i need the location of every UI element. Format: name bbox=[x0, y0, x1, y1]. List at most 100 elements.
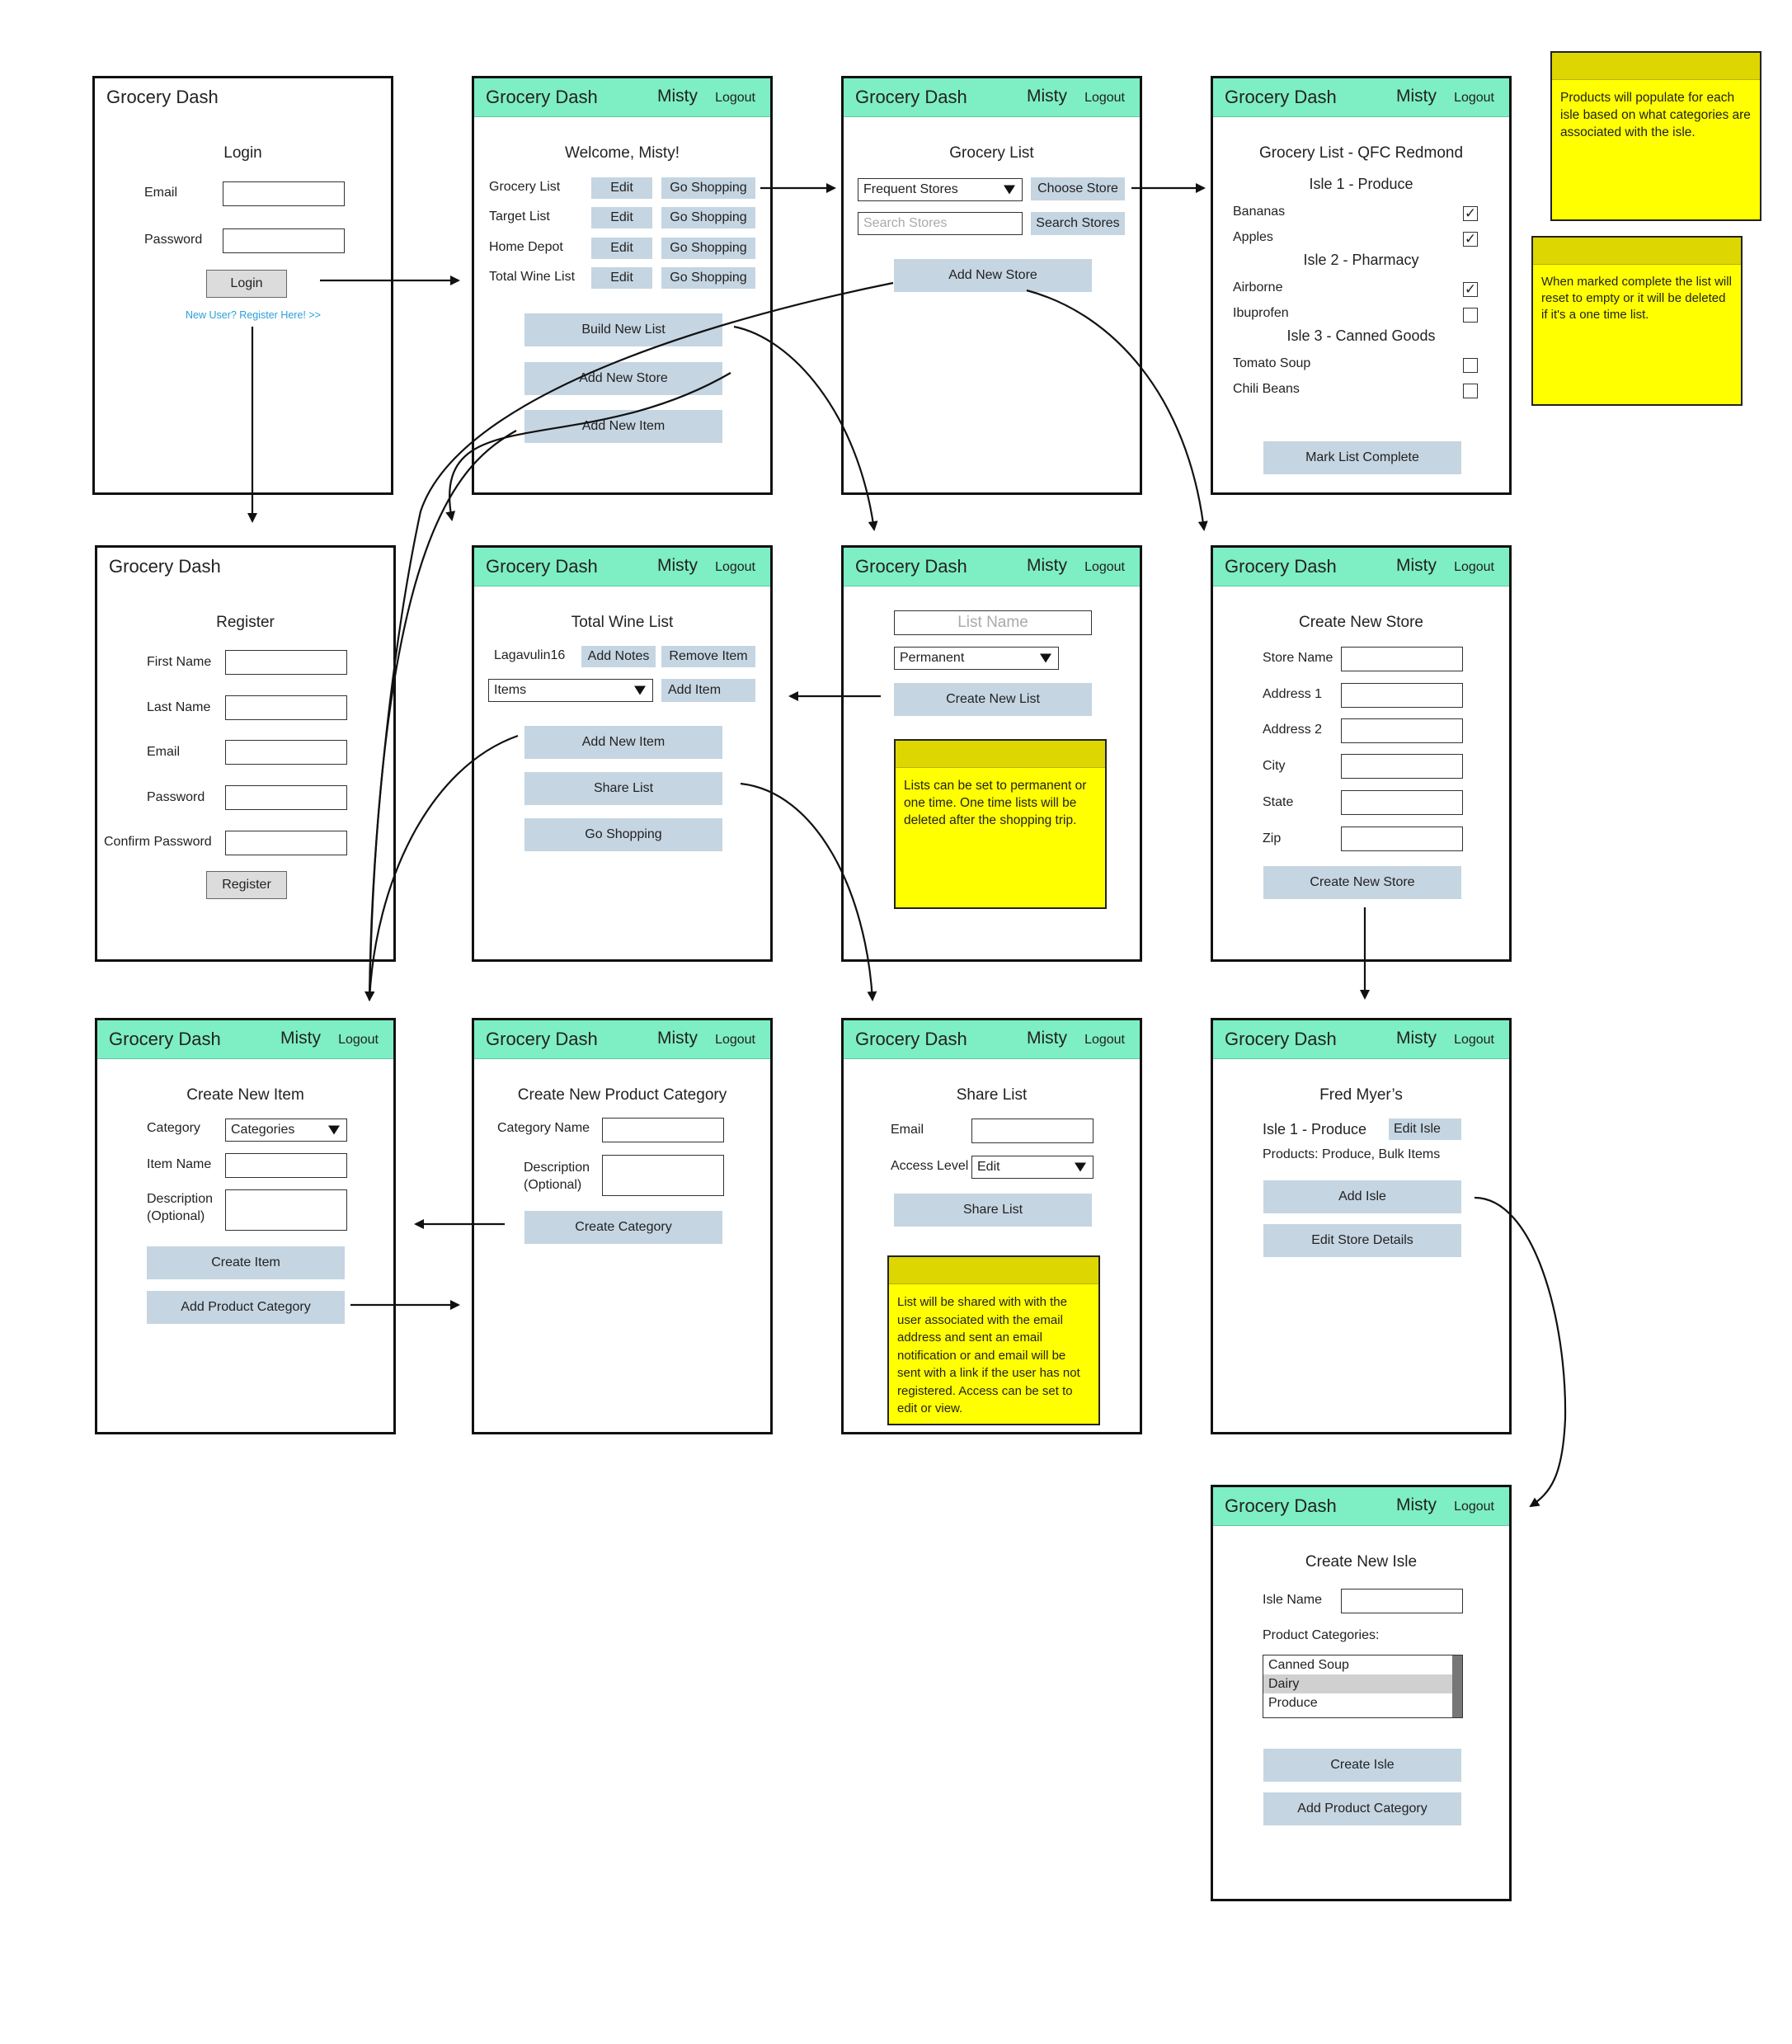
create-isle-button[interactable]: Create Isle bbox=[1263, 1749, 1461, 1782]
new-store-screen: Grocery Dash Misty Logout Create New Sto… bbox=[1211, 545, 1512, 962]
logout-link[interactable]: Logout bbox=[715, 560, 755, 574]
category-select[interactable]: Categories bbox=[225, 1119, 347, 1142]
items-select[interactable]: Items bbox=[488, 679, 653, 702]
logout-link[interactable]: Logout bbox=[1454, 1033, 1494, 1047]
first-name-field[interactable] bbox=[225, 650, 347, 675]
list-name-input[interactable]: List Name bbox=[894, 610, 1092, 635]
address-2-label: Address 2 bbox=[1263, 723, 1323, 737]
scrollbar[interactable] bbox=[1452, 1655, 1462, 1717]
address-1-field[interactable] bbox=[1341, 683, 1463, 708]
app-name: Grocery Dash bbox=[1225, 1495, 1337, 1516]
chevron-down-icon bbox=[634, 685, 646, 695]
logout-link[interactable]: Logout bbox=[1084, 560, 1125, 574]
add-new-store-button[interactable]: Add New Store bbox=[524, 362, 722, 395]
edit-isle-button[interactable]: Edit Isle bbox=[1389, 1119, 1461, 1140]
create-new-list-button[interactable]: Create New List bbox=[894, 683, 1092, 716]
address-2-field[interactable] bbox=[1341, 718, 1463, 743]
last-name-field[interactable] bbox=[225, 695, 347, 720]
category-option[interactable]: Canned Soup bbox=[1268, 1658, 1349, 1672]
list-type-select[interactable]: Permanent bbox=[894, 647, 1059, 670]
category-option-selected[interactable]: Dairy bbox=[1263, 1674, 1462, 1693]
add-new-item-button[interactable]: Add New Item bbox=[524, 410, 722, 443]
frequent-stores-select[interactable]: Frequent Stores bbox=[858, 178, 1023, 201]
logout-link[interactable]: Logout bbox=[1454, 91, 1494, 105]
logout-link[interactable]: Logout bbox=[1454, 1500, 1494, 1514]
login-button[interactable]: Login bbox=[206, 270, 287, 298]
add-product-category-button[interactable]: Add Product Category bbox=[147, 1291, 345, 1324]
logout-link[interactable]: Logout bbox=[1084, 1033, 1125, 1047]
item-checkbox[interactable]: ✓ bbox=[1463, 205, 1478, 221]
logout-link[interactable]: Logout bbox=[1084, 91, 1125, 105]
item-checkbox[interactable] bbox=[1463, 358, 1478, 373]
logout-link[interactable]: Logout bbox=[338, 1033, 379, 1047]
edit-list-button[interactable]: Edit bbox=[591, 177, 652, 199]
password-field[interactable] bbox=[223, 228, 345, 253]
edit-store-details-button[interactable]: Edit Store Details bbox=[1263, 1224, 1461, 1257]
access-level-select[interactable]: Edit bbox=[971, 1156, 1094, 1179]
item-checkbox[interactable]: ✓ bbox=[1463, 231, 1478, 247]
logout-link[interactable]: Logout bbox=[1454, 560, 1494, 574]
item-name-field[interactable] bbox=[225, 1153, 347, 1178]
city-field[interactable] bbox=[1341, 754, 1463, 779]
item-checkbox[interactable] bbox=[1463, 308, 1478, 323]
create-new-store-button[interactable]: Create New Store bbox=[1263, 866, 1461, 899]
register-link[interactable]: New User? Register Here! >> bbox=[186, 309, 321, 321]
search-stores-button[interactable]: Search Stores bbox=[1031, 212, 1125, 235]
app-name: Grocery Dash bbox=[486, 87, 598, 107]
app-header: Grocery Dash Misty Logout bbox=[97, 1020, 393, 1059]
confirm-password-field[interactable] bbox=[225, 831, 347, 855]
add-notes-button[interactable]: Add Notes bbox=[581, 646, 656, 667]
state-field[interactable] bbox=[1341, 790, 1463, 815]
edit-list-button[interactable]: Edit bbox=[591, 238, 652, 259]
isle-name-field[interactable] bbox=[1341, 1589, 1463, 1613]
item-checkbox[interactable] bbox=[1463, 384, 1478, 398]
build-new-list-button[interactable]: Build New List bbox=[524, 313, 722, 346]
note-products-populate: Products will populate for each isle bas… bbox=[1550, 51, 1761, 221]
go-shopping-button[interactable]: Go Shopping bbox=[661, 207, 755, 228]
note-text: Lists can be set to permanent or one tim… bbox=[904, 779, 1087, 827]
add-new-store-button[interactable]: Add New Store bbox=[894, 259, 1092, 292]
screen-title: Register bbox=[216, 614, 275, 631]
mark-list-complete-button[interactable]: Mark List Complete bbox=[1263, 441, 1461, 474]
category-name-field[interactable] bbox=[602, 1118, 724, 1142]
description-field[interactable] bbox=[225, 1189, 347, 1231]
email-label: Email bbox=[891, 1123, 924, 1137]
user-name: Misty bbox=[1396, 87, 1437, 106]
edit-list-button[interactable]: Edit bbox=[591, 207, 652, 228]
share-list-button[interactable]: Share List bbox=[524, 772, 722, 805]
password-field[interactable] bbox=[225, 785, 347, 810]
create-item-button[interactable]: Create Item bbox=[147, 1246, 345, 1279]
state-label: State bbox=[1263, 795, 1294, 809]
product-categories-listbox[interactable]: Canned Soup Dairy Produce bbox=[1263, 1655, 1463, 1718]
edit-list-button[interactable]: Edit bbox=[591, 267, 652, 289]
remove-item-button[interactable]: Remove Item bbox=[661, 646, 755, 667]
register-button[interactable]: Register bbox=[206, 871, 287, 899]
item-checkbox[interactable]: ✓ bbox=[1463, 281, 1478, 297]
add-item-button[interactable]: Add Item bbox=[661, 679, 755, 702]
app-name: Grocery Dash bbox=[1225, 1029, 1337, 1049]
email-field[interactable] bbox=[225, 740, 347, 765]
store-name-field[interactable] bbox=[1341, 647, 1463, 671]
go-shopping-button[interactable]: Go Shopping bbox=[661, 267, 755, 289]
share-email-field[interactable] bbox=[971, 1119, 1094, 1143]
selected-value: Categories bbox=[231, 1123, 295, 1137]
search-stores-input[interactable]: Search Stores bbox=[858, 212, 1023, 235]
selected-value: Edit bbox=[977, 1160, 1000, 1174]
add-product-category-button[interactable]: Add Product Category bbox=[1263, 1792, 1461, 1825]
create-category-button[interactable]: Create Category bbox=[524, 1211, 722, 1244]
add-isle-button[interactable]: Add Isle bbox=[1263, 1180, 1461, 1213]
category-option[interactable]: Produce bbox=[1268, 1696, 1318, 1710]
logout-link[interactable]: Logout bbox=[715, 1033, 755, 1047]
email-field[interactable] bbox=[223, 181, 345, 206]
app-header: Grocery Dash Misty Logout bbox=[474, 78, 770, 117]
add-new-item-button[interactable]: Add New Item bbox=[524, 726, 722, 759]
description-field[interactable] bbox=[602, 1155, 724, 1196]
logout-link[interactable]: Logout bbox=[715, 91, 755, 105]
go-shopping-button[interactable]: Go Shopping bbox=[524, 818, 722, 851]
share-list-button[interactable]: Share List bbox=[894, 1194, 1092, 1227]
go-shopping-button[interactable]: Go Shopping bbox=[661, 177, 755, 199]
choose-store-button[interactable]: Choose Store bbox=[1031, 177, 1125, 200]
note-text: Products will populate for each isle bas… bbox=[1560, 91, 1751, 139]
zip-field[interactable] bbox=[1341, 827, 1463, 851]
go-shopping-button[interactable]: Go Shopping bbox=[661, 238, 755, 259]
